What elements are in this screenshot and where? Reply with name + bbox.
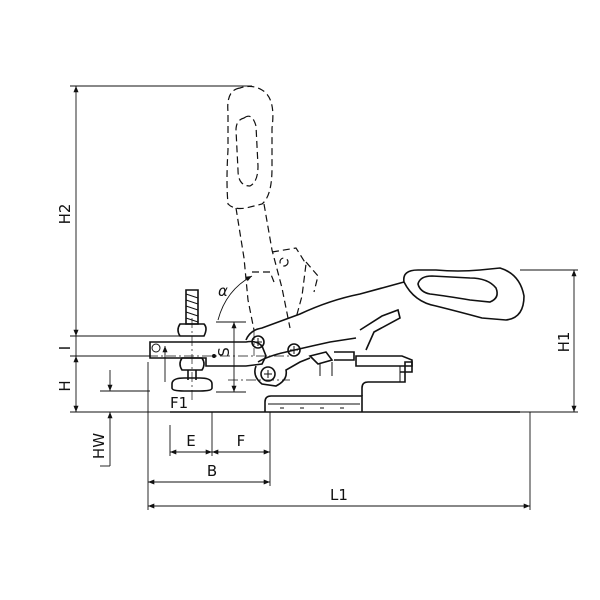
linkage (245, 281, 413, 387)
lower-nut (179, 357, 205, 371)
label-f1: F1 (170, 394, 188, 412)
label-alpha: α (218, 282, 228, 300)
label-f: F (237, 432, 246, 450)
center-lines (148, 318, 290, 400)
label-b: B (207, 462, 217, 480)
base-plate (170, 361, 520, 413)
upper-nut (177, 323, 207, 337)
label-l1: L1 (330, 486, 348, 504)
label-s: S (215, 347, 233, 357)
alpha-arc (217, 275, 253, 321)
dimension-lines (73, 86, 577, 509)
label-h1: H1 (555, 332, 573, 353)
clamping-arm (149, 340, 267, 367)
dimension-labels: H2 H1 I H S α F1 HW E F B L1 (56, 204, 573, 504)
label-i: I (56, 346, 74, 350)
label-hw: HW (90, 433, 108, 459)
label-e: E (186, 432, 195, 450)
pivot-c (260, 366, 276, 382)
label-h: H (56, 380, 74, 391)
extension-lines (70, 85, 578, 510)
handle-open-phantom (226, 85, 319, 331)
spindle (171, 289, 213, 392)
handle-closed (402, 267, 525, 321)
arm-hole (151, 343, 161, 353)
pivot-b (287, 343, 301, 357)
pivot-a (251, 335, 265, 349)
pressure-pad (171, 377, 213, 392)
label-h2: H2 (56, 204, 74, 225)
